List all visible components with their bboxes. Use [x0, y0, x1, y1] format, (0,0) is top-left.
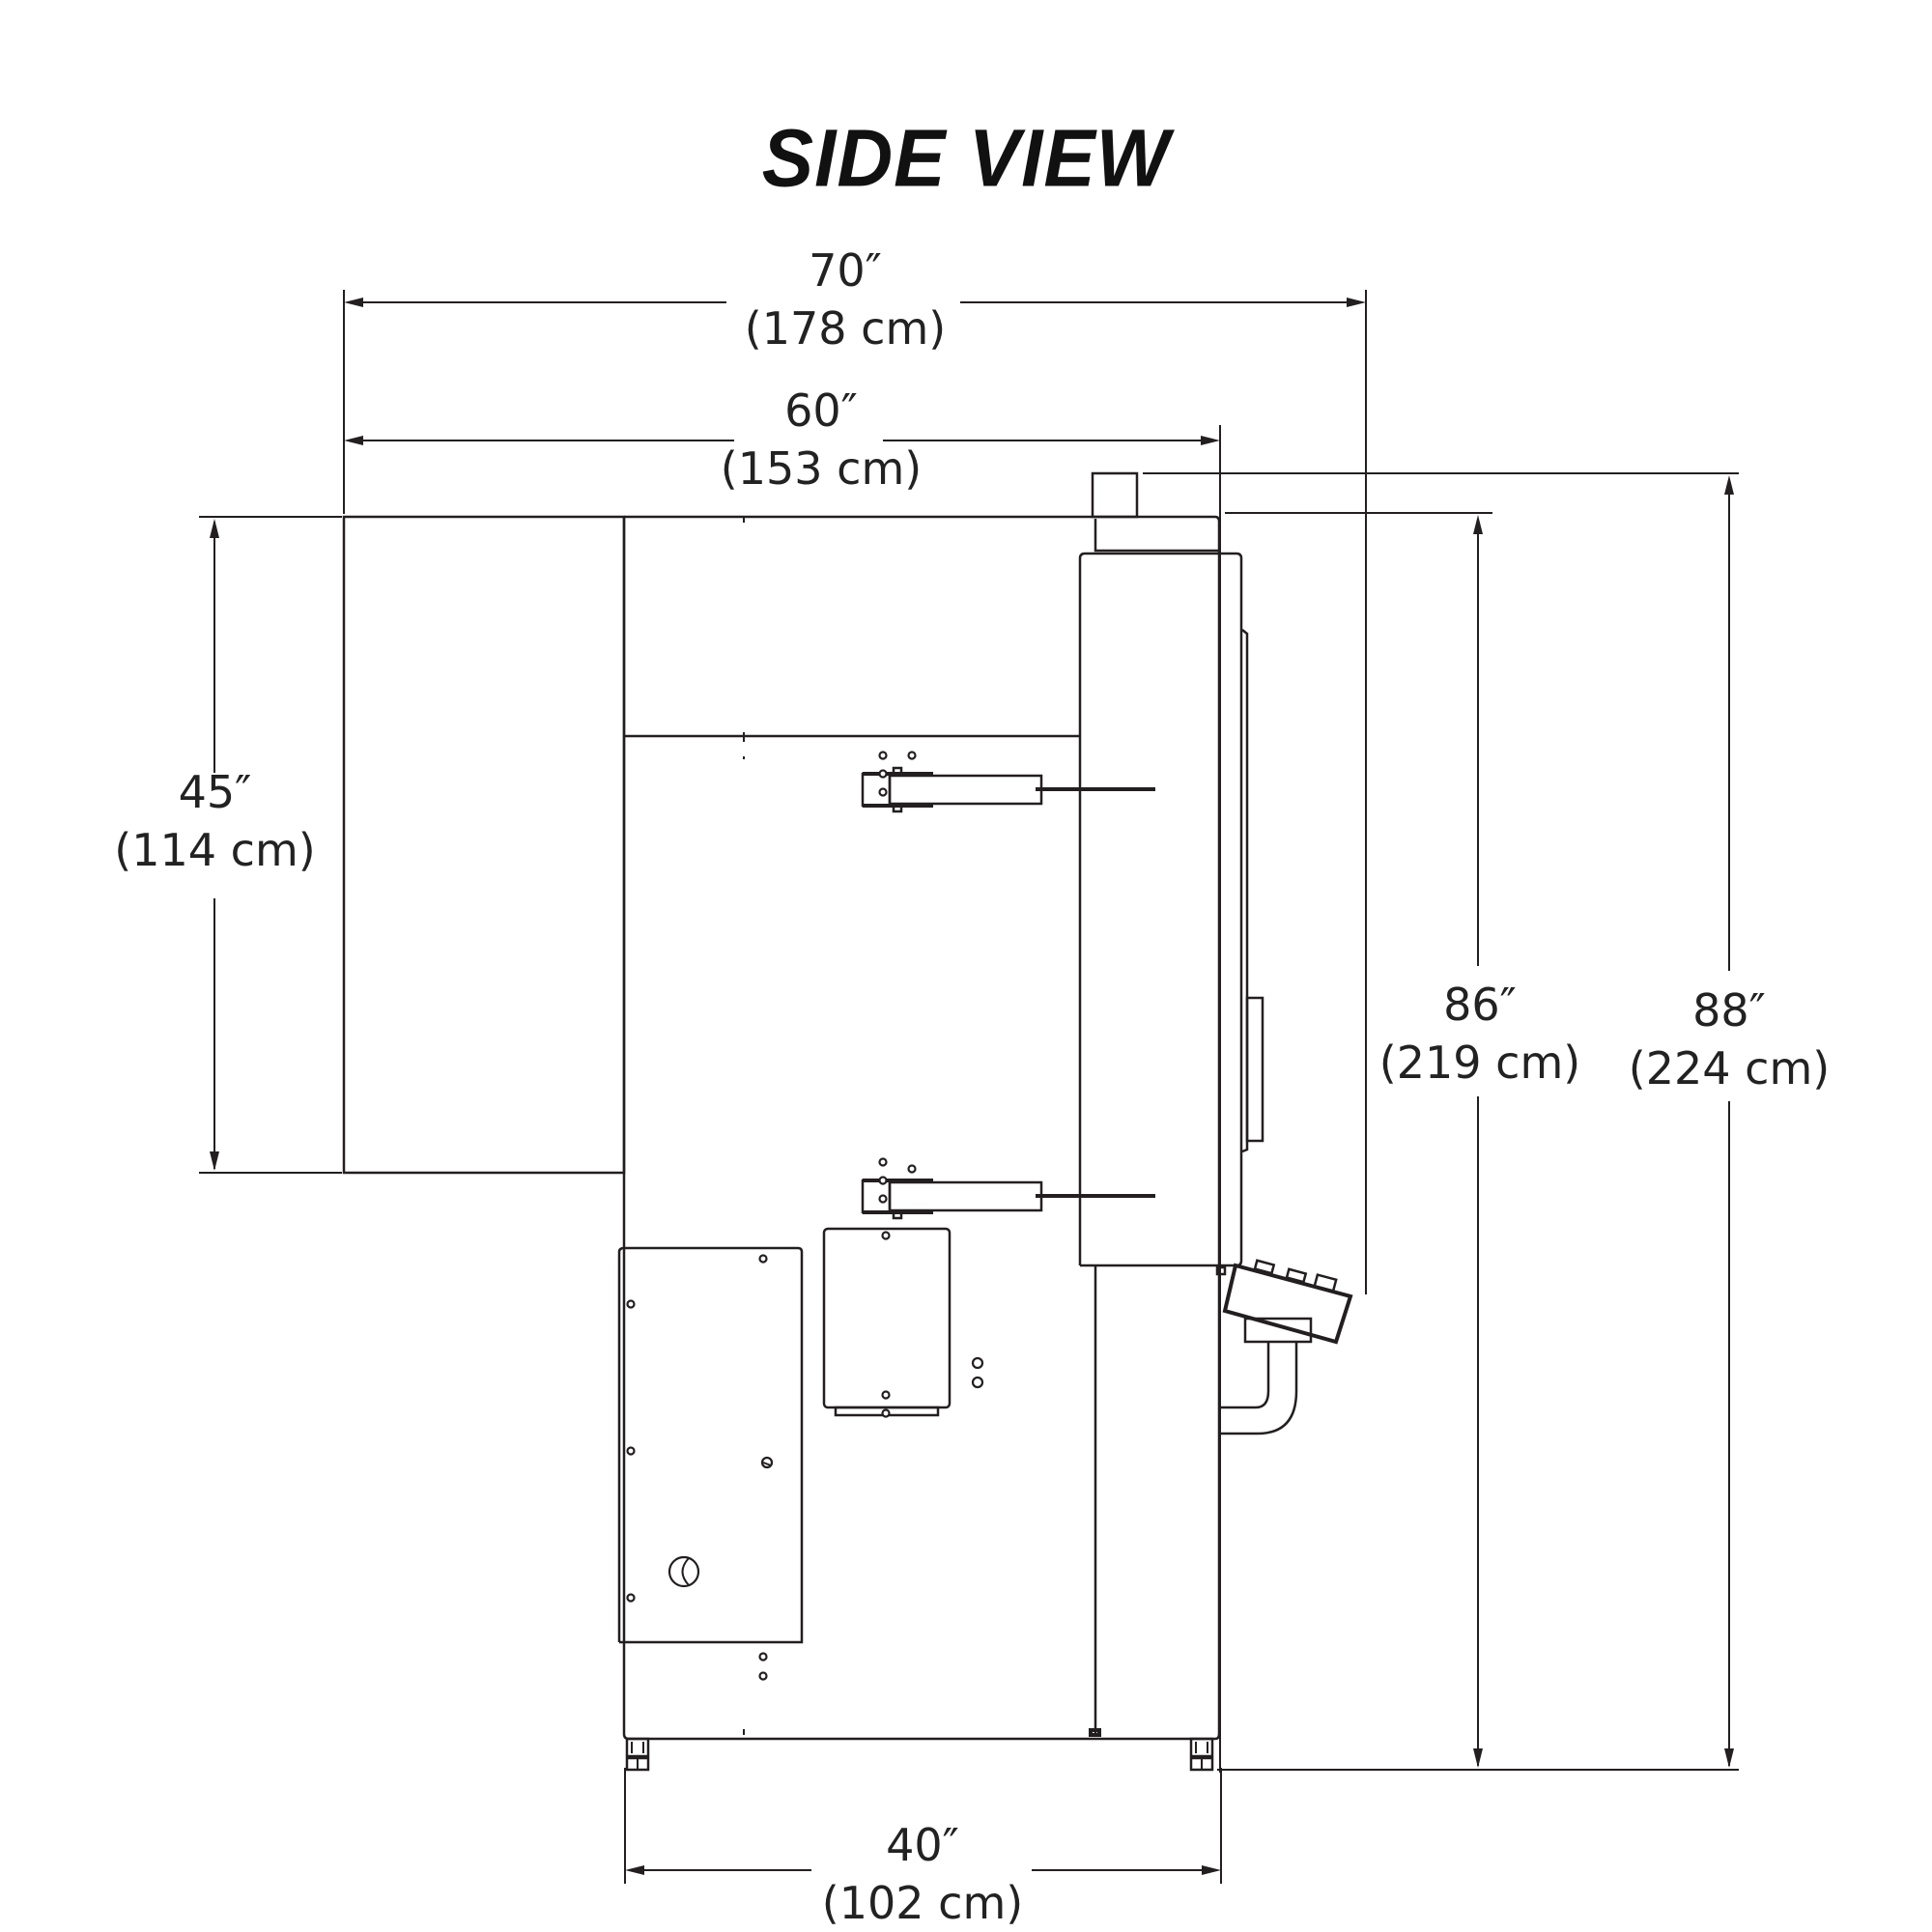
dimension-line-base-width — [624, 1768, 1222, 1884]
dimension-label-cabinet-depth: 60″ (153 cm) — [710, 382, 932, 497]
dimension-metric: (178 cm) — [744, 302, 947, 355]
dimension-imperial: 45″ — [178, 766, 252, 818]
dimension-imperial: 88″ — [1692, 984, 1766, 1037]
upper-hood-section — [342, 515, 626, 1175]
upper-rack-bracket — [861, 751, 1155, 813]
lower-side-panel — [617, 1246, 804, 1681]
dimension-imperial: 70″ — [809, 244, 882, 297]
control-panel — [1219, 1259, 1353, 1435]
dimension-label-overall-height: 88″ (224 cm) — [1613, 981, 1845, 1097]
drawing-title: SIDE VIEW — [761, 112, 1171, 204]
dimension-metric: (102 cm) — [821, 1877, 1024, 1929]
dimension-label-base-width: 40″ (102 cm) — [811, 1816, 1034, 1932]
leveling-foot-right — [1189, 1737, 1214, 1772]
dimension-metric: (219 cm) — [1378, 1037, 1581, 1089]
main-cabinet — [622, 515, 1221, 1741]
access-box — [822, 1227, 984, 1418]
dimension-imperial: 60″ — [784, 384, 858, 437]
dimension-metric: (224 cm) — [1628, 1042, 1831, 1094]
lower-rack-bracket — [861, 1157, 1155, 1220]
dimension-line-body-height — [1225, 512, 1492, 1768]
dimension-line-cabinet-depth — [344, 425, 1221, 1773]
dimension-line-overall-height — [1143, 472, 1739, 1771]
dimension-label-body-height: 86″ (219 cm) — [1364, 976, 1596, 1092]
dimension-metric: (114 cm) — [114, 824, 316, 876]
dimension-label-upper-height: 45″ (114 cm) — [101, 763, 328, 879]
exhaust-collar — [1091, 471, 1219, 553]
dimension-label-overall-depth: 70″ (178 cm) — [734, 242, 956, 357]
front-door — [1078, 552, 1264, 1276]
dimension-imperial: 40″ — [886, 1819, 959, 1871]
dimension-metric: (153 cm) — [720, 442, 923, 495]
leveling-foot-left — [625, 1737, 650, 1772]
dimension-imperial: 86″ — [1443, 979, 1517, 1031]
dimension-line-overall-depth — [343, 290, 1367, 1294]
dimension-line-upper-height — [199, 516, 342, 1174]
